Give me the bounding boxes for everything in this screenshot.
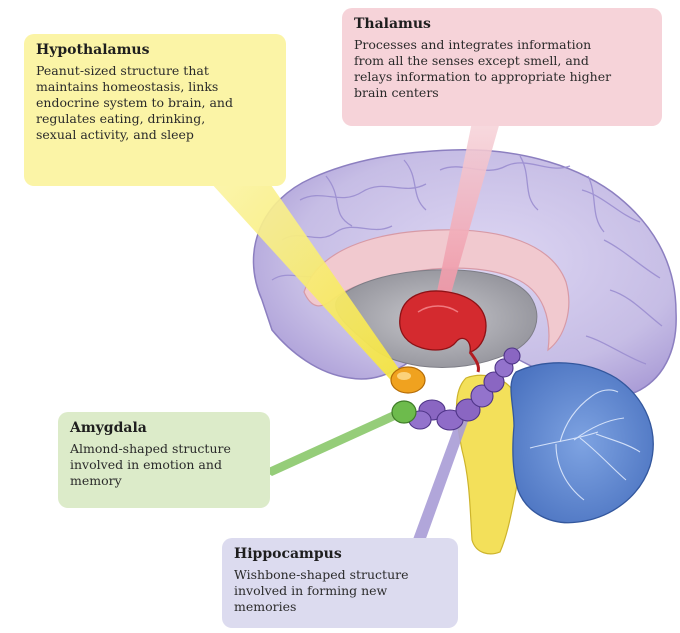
amygdala-title: Amygdala	[70, 420, 258, 438]
hypothalamus-title: Hypothalamus	[36, 42, 274, 60]
hypothalamus-label: Hypothalamus Peanut-sized structure that…	[24, 34, 286, 186]
hippocampus-description: Wishbone-shaped structure involved in fo…	[234, 567, 446, 615]
thalamus-label: Thalamus Processes and integrates inform…	[342, 8, 662, 126]
hippocampus-title: Hippocampus	[234, 546, 446, 564]
hypothalamus-description: Peanut-sized structure that maintains ho…	[36, 63, 274, 143]
hypothalamus-highlight	[397, 372, 411, 380]
hippocampus-label: Hippocampus Wishbone-shaped structure in…	[222, 538, 458, 628]
amygdala-description: Almond-shaped structure involved in emot…	[70, 441, 258, 489]
hypothalamus-structure	[391, 367, 425, 393]
amygdala-label: Amygdala Almond-shaped structure involve…	[58, 412, 270, 508]
thalamus-description: Processes and integrates information fro…	[354, 37, 650, 101]
amygdala-structure	[392, 401, 416, 423]
thalamus-title: Thalamus	[354, 16, 650, 34]
amygdala-pointer	[264, 408, 404, 476]
